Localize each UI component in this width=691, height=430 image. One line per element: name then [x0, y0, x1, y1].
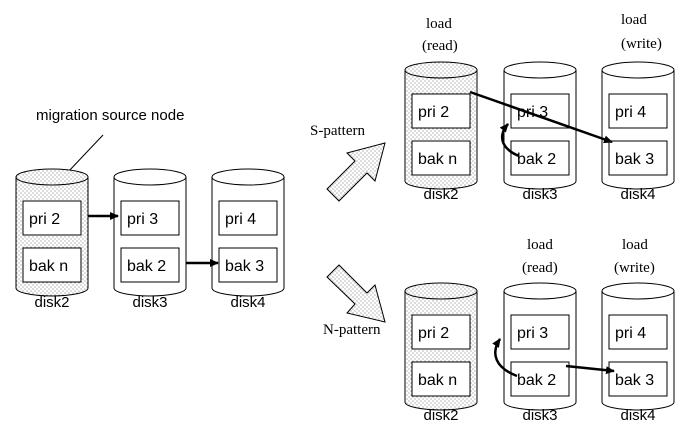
backup-slot-label: bak 3 — [615, 151, 654, 168]
disk-top — [601, 282, 675, 300]
disk-top — [601, 61, 675, 79]
s-arrow-pri2-to-bak3 — [469, 90, 613, 144]
disk-disk2-group-n: pri 2 bak n disk2 — [404, 282, 478, 424]
primary-slot-label: pri 3 — [127, 211, 158, 228]
primary-slot-label: pri 2 — [29, 211, 60, 228]
slot-box — [608, 93, 668, 129]
primary-slot-label: pri 2 — [418, 325, 449, 342]
slot-box — [22, 247, 82, 283]
slot-box — [411, 361, 471, 397]
primary-slot-label: pri 4 — [615, 325, 646, 342]
initial-disk-group: pri 2 bak n disk2 pri 3 bak 2 disk3 pri 4 bak 3… — [15, 168, 285, 311]
slot-box — [218, 247, 278, 283]
disk-name-label: disk2 — [34, 294, 69, 311]
disk-disk3-group-initial: pri 3 bak 2 disk3 — [113, 168, 187, 311]
disk-name-label: disk4 — [620, 186, 655, 203]
backup-slot-label: bak 3 — [225, 258, 264, 275]
disk-top — [113, 168, 187, 186]
disk-top — [404, 61, 478, 79]
slot-box — [608, 314, 668, 350]
disk-top — [15, 168, 89, 186]
backup-slot-label: bak 3 — [615, 372, 654, 389]
disk-top — [503, 61, 577, 79]
backup-slot-label: bak 2 — [517, 151, 556, 168]
slot-box — [411, 314, 471, 350]
n-pattern-block-arrow — [326, 264, 386, 323]
primary-slot-label: pri 3 — [517, 325, 548, 342]
slot-box — [411, 93, 471, 129]
load-write-label-s: load (write) — [621, 12, 662, 52]
load-write-label-n: load (write) — [614, 237, 655, 276]
source-node-label: migration source node — [36, 107, 184, 124]
disk-top — [404, 282, 478, 300]
slot-box — [608, 361, 668, 397]
primary-slot-label: pri 4 — [615, 104, 646, 121]
backup-slot-label: bak 2 — [127, 258, 166, 275]
n-pattern-label: N-pattern — [323, 322, 381, 338]
n-curved-arrow-bak2-to-pri3 — [492, 338, 518, 378]
disk-top — [211, 168, 285, 186]
slot-box — [510, 361, 570, 397]
disk-name-label: disk2 — [423, 407, 458, 424]
disk-name-label: disk3 — [522, 186, 557, 203]
backup-slot-label: bak 2 — [517, 372, 556, 389]
n-pattern-disk-group: pri 2 bak n disk2 pri 3 bak 2 disk3 pri 4 bak 3… — [404, 282, 675, 424]
backup-slot-label: bak n — [29, 258, 68, 275]
disk-name-label: disk4 — [230, 294, 265, 311]
s-pattern-block-arrow — [326, 142, 386, 202]
disk-disk2-group-initial: pri 2 bak n disk2 — [15, 168, 89, 311]
s-curved-arrow-bak2-to-pri3 — [499, 123, 520, 158]
n-arrow-bak2-to-bak3 — [565, 364, 615, 375]
disk-name-label: disk2 — [423, 186, 458, 203]
disk-name-label: disk4 — [620, 407, 655, 424]
slot-box — [411, 140, 471, 176]
slot-box — [608, 140, 668, 176]
disk-top — [503, 282, 577, 300]
disk-name-label: disk3 — [522, 407, 557, 424]
slot-box — [120, 200, 180, 236]
s-pattern-label: S-pattern — [310, 123, 365, 139]
backup-slot-label: bak n — [418, 372, 457, 389]
load-read-label-n: load (read) — [522, 237, 558, 276]
disk-disk3-group-n: pri 3 bak 2 disk3 — [503, 282, 577, 424]
disk-disk4-group-s: pri 4 bak 3 disk4 — [601, 61, 675, 203]
slot-box — [120, 247, 180, 283]
disk-disk4-group-n: pri 4 bak 3 disk4 — [601, 282, 675, 424]
primary-slot-label: pri 4 — [225, 211, 256, 228]
backup-slot-label: bak n — [418, 151, 457, 168]
disk-name-label: disk3 — [132, 294, 167, 311]
load-read-label-s: load (read) — [422, 16, 458, 54]
slot-box — [218, 200, 278, 236]
slot-box — [510, 314, 570, 350]
slot-box — [510, 140, 570, 176]
disk-disk2-group-s: pri 2 bak n disk2 — [404, 61, 478, 203]
primary-slot-label: pri 2 — [418, 104, 449, 121]
slot-box — [22, 200, 82, 236]
disk-disk4-group-initial: pri 4 bak 3 disk4 — [211, 168, 285, 311]
source-pointer-line — [67, 134, 104, 173]
